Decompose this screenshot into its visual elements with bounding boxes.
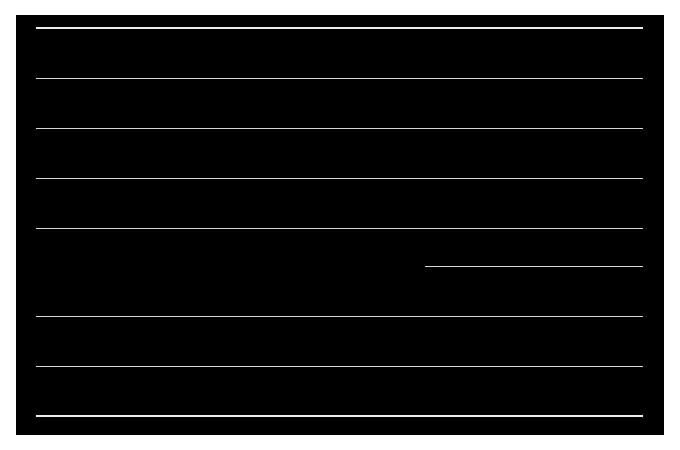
- horizontal-rule: [36, 128, 643, 129]
- horizontal-rule: [36, 366, 643, 367]
- horizontal-rule: [36, 228, 643, 229]
- horizontal-rule: [36, 316, 643, 317]
- horizontal-rule: [36, 415, 643, 417]
- horizontal-rule: [36, 27, 643, 29]
- short-horizontal-rule: [425, 266, 643, 267]
- black-canvas: [16, 15, 664, 435]
- horizontal-rule: [36, 178, 643, 179]
- horizontal-rule: [36, 78, 643, 79]
